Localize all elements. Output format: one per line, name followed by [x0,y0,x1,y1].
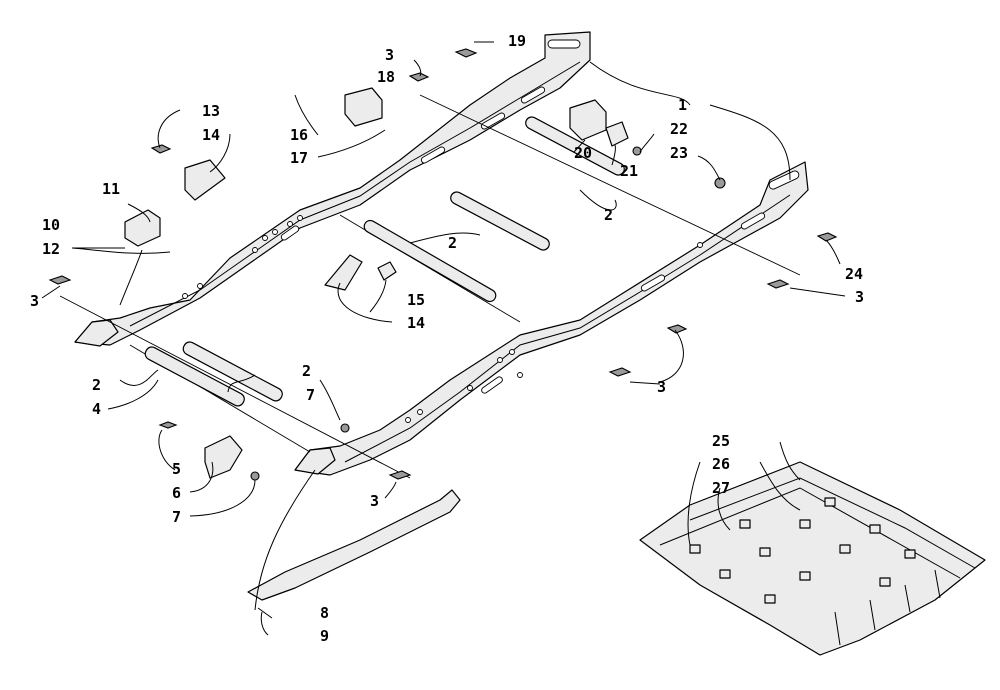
callout-27: 27 [712,479,730,497]
callout-7: 7 [306,386,315,404]
callout-16: 16 [290,126,308,144]
callout-18: 18 [377,68,395,86]
callout-1: 1 [678,96,687,114]
callout-19: 19 [508,32,526,50]
callout-24: 24 [845,265,863,283]
callout-26: 26 [712,455,730,473]
cross-shafts [59,94,801,479]
callout-22: 22 [670,120,688,138]
callout-10: 10 [42,216,60,234]
callout-3: 3 [657,378,666,396]
callout-14: 14 [407,314,425,332]
callout-3: 3 [370,492,379,510]
callout-25: 25 [712,432,730,450]
callout-2: 2 [302,362,311,380]
callout-2: 2 [92,376,101,394]
callout-3: 3 [855,288,864,306]
callout-4: 4 [92,400,101,418]
slide-rail-left [74,31,591,347]
callout-8: 8 [320,604,329,622]
callout-20: 20 [574,144,592,162]
callout-15: 15 [407,291,425,309]
track-section [639,461,986,656]
callout-2: 2 [448,234,457,252]
callout-14: 14 [202,126,220,144]
callout-5: 5 [172,460,181,478]
slide-rail-right [294,161,809,476]
leader-lines [41,41,846,636]
callout-labels: 1 2 2 2 2 3 3 3 3 3 4 5 6 7 7 8 9 10 11 … [30,32,864,645]
bolts [48,48,838,481]
callout-23: 23 [670,144,688,162]
callout-21: 21 [620,162,638,180]
callout-7: 7 [172,508,181,526]
callout-12: 12 [42,240,60,258]
callout-3: 3 [30,292,39,310]
callout-2: 2 [604,206,613,224]
callout-13: 13 [202,102,220,120]
small-parts [124,87,629,619]
callout-3: 3 [385,46,394,64]
callout-9: 9 [320,627,329,645]
callout-17: 17 [290,149,308,167]
callout-11: 11 [102,180,120,198]
callout-6: 6 [172,484,181,502]
